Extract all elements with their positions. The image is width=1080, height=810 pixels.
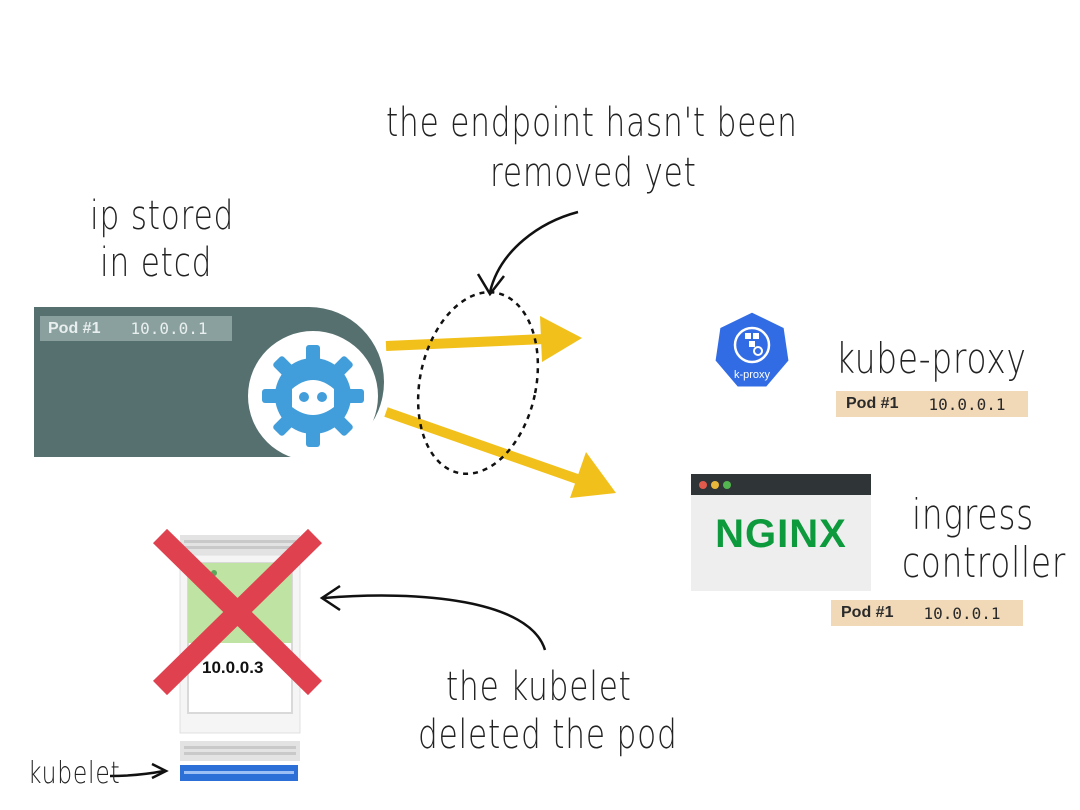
- arrow-head-ingress: [570, 452, 616, 498]
- ingress-label-line2: controller: [902, 538, 1067, 587]
- etcd-pod-label: Pod #1 10.0.0.1: [40, 316, 232, 341]
- kube-proxy-pod-tag: Pod #1 10.0.0.1: [836, 391, 1028, 417]
- pointer-to-ellipse: [488, 210, 579, 293]
- endpoint-note-line1: the endpoint hasn't been: [386, 100, 798, 146]
- pointer-head-ellipse: [476, 273, 505, 297]
- arrow-head-kube-proxy: [540, 316, 582, 362]
- etcd-pod-ip: 10.0.0.1: [130, 319, 208, 338]
- ingress-pod-tag: Pod #1 10.0.0.1: [831, 600, 1023, 626]
- kubelet-note-line2: deleted the pod: [418, 712, 678, 758]
- kube-proxy-label: kube-proxy: [836, 334, 1027, 383]
- window-minimize-dot: [711, 481, 719, 489]
- nginx-browser-window: NGINX: [691, 474, 871, 591]
- ip-note-line2: in etcd: [100, 240, 213, 286]
- kubelet-note-line1: the kubelet: [446, 664, 632, 710]
- ingress-pod-name: Pod #1: [841, 604, 894, 621]
- pointer-head-kubelet: [151, 762, 169, 780]
- window-title-bar: [691, 474, 871, 495]
- dashed-highlight-ellipse: [416, 290, 540, 476]
- deleted-pod-ip: 10.0.0.3: [202, 658, 264, 677]
- ip-note-line1: ip stored: [90, 193, 235, 239]
- kubernetes-heptagon-icon: [712, 309, 792, 390]
- arrow-to-kube-proxy: [385, 334, 546, 351]
- window-close-dot: [699, 481, 707, 489]
- nginx-logo: NGINX: [715, 512, 847, 556]
- pointer-to-pod: [323, 594, 547, 651]
- kube-proxy-pod-name: Pod #1: [846, 395, 899, 412]
- kubelet-label: kubelet: [28, 756, 121, 791]
- endpoint-note-line2: removed yet: [490, 150, 697, 196]
- window-maximize-dot: [723, 481, 731, 489]
- ingress-pod-ip: 10.0.0.1: [923, 603, 1001, 623]
- kube-proxy-pod-ip: 10.0.0.1: [928, 394, 1006, 414]
- etcd-pod-name: Pod #1: [48, 319, 101, 337]
- etcd-logo-icon: [262, 345, 364, 447]
- pointer-head-pod: [319, 584, 341, 612]
- arrow-to-ingress: [384, 407, 582, 485]
- red-x-icon: [152, 528, 323, 696]
- pointer-to-kubelet: [109, 769, 165, 778]
- ingress-label-line1: ingress: [912, 490, 1035, 539]
- kube-proxy-logo-text: k-proxy: [733, 369, 771, 381]
